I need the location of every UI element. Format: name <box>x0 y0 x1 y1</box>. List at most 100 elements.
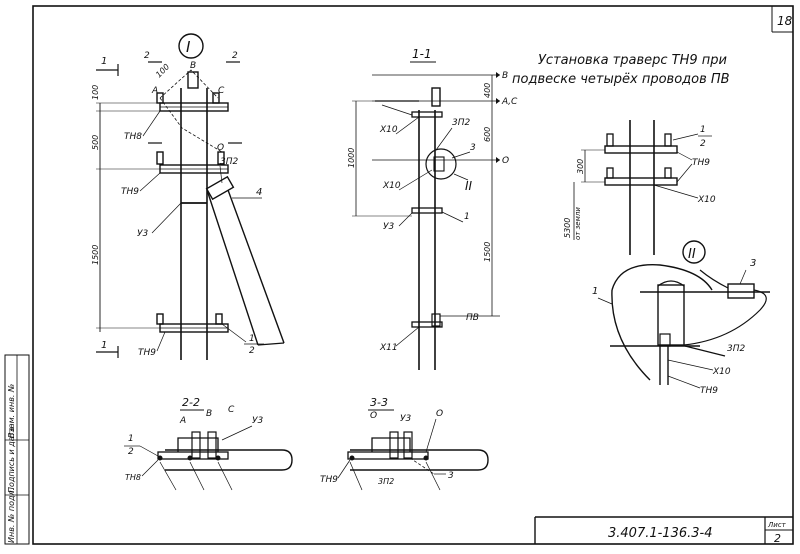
insulator-top-right <box>212 92 220 104</box>
strut-clamp <box>205 175 235 201</box>
svg-text:2: 2 <box>128 447 134 457</box>
view-I-callout-circle <box>178 33 204 59</box>
svg-text:1: 1 <box>101 340 107 351</box>
label-3P2-1-1: 3П2 <box>452 118 470 128</box>
svg-text:О: О <box>436 409 443 419</box>
svg-text:5300: 5300 <box>563 218 572 238</box>
svg-text:от земли: от земли <box>574 207 582 240</box>
crossarm-right-lower <box>604 177 678 186</box>
label-X11: Х11 <box>379 343 398 353</box>
svg-text:У3: У3 <box>400 414 411 424</box>
phase-O: О <box>217 143 224 153</box>
label-1-1-1: 1 <box>464 212 470 222</box>
svg-text:А,С: А,С <box>501 97 518 107</box>
insulator-bottom-right <box>215 313 223 325</box>
label-PV: ПВ <box>466 313 479 323</box>
svg-text:ТН9: ТН9 <box>320 475 338 485</box>
crossarm-1-1-top <box>411 111 443 118</box>
side-stamp-text-3: Взам. инв. № <box>7 384 16 438</box>
svg-text:ТН9: ТН9 <box>700 386 718 396</box>
insulator-mid-left <box>156 151 164 165</box>
svg-text:3: 3 <box>448 471 454 481</box>
section-3-3-title: 3-3 <box>370 396 388 409</box>
svg-text:1000: 1000 <box>347 148 356 168</box>
side-stamp-text-1: Инв. № подл. <box>7 488 16 543</box>
phase-A: А <box>151 86 158 96</box>
detail-II-clamp <box>727 283 755 299</box>
svg-text:Х10: Х10 <box>712 367 731 377</box>
callout-II-label: II <box>465 179 473 193</box>
section-2-2-crossarm <box>157 451 229 460</box>
label-X10-top: Х10 <box>379 125 398 135</box>
sheet-frame <box>32 5 794 545</box>
label-2: 2 <box>249 346 255 356</box>
svg-text:100: 100 <box>91 85 100 100</box>
label-X10-mid: Х10 <box>382 181 401 191</box>
svg-text:300: 300 <box>576 159 585 174</box>
view-I-callout: I <box>186 38 191 56</box>
svg-text:3П2: 3П2 <box>378 477 394 486</box>
detail-II: II 1 3 3П2 Х10 ТН9 <box>592 240 770 396</box>
svg-text:ТН8: ТН8 <box>125 473 141 482</box>
crossarm-right-upper <box>604 145 678 154</box>
svg-text:1: 1 <box>128 434 134 444</box>
detail-II-circle <box>425 148 457 180</box>
section-3-3-pole <box>350 449 489 471</box>
label-1: 1 <box>249 334 255 344</box>
insulator-1-1-top <box>431 87 441 107</box>
label-4: 4 <box>256 187 262 198</box>
sheet-label: Лист <box>767 521 787 529</box>
svg-text:400: 400 <box>483 83 492 98</box>
insulator-pole-top <box>187 71 199 89</box>
label-TN8: ТН8 <box>124 132 142 142</box>
section-2-2-pole <box>165 449 293 471</box>
svg-text:2: 2 <box>232 51 238 61</box>
label-3P2: 3П2 <box>220 157 238 167</box>
detail-II-callout-circle <box>682 240 706 264</box>
section-2-2-title: 2-2 <box>182 396 200 409</box>
title-line-2: подвеске четырёх проводов ПВ <box>512 72 730 87</box>
svg-text:1500: 1500 <box>91 245 100 265</box>
svg-text:О: О <box>502 156 509 166</box>
svg-text:С: С <box>228 405 235 415</box>
svg-text:2: 2 <box>700 139 706 149</box>
svg-text:600: 600 <box>483 127 492 142</box>
section-2-2: 2-2 1 2 А В С У3 ТН8 <box>124 396 293 491</box>
svg-text:У3: У3 <box>252 416 263 426</box>
svg-text:В: В <box>206 409 212 419</box>
label-TN9-bottom: ТН9 <box>138 348 156 358</box>
label-3-1-1: 3 <box>470 143 476 153</box>
side-stamp-text-2: Подпись и дата <box>7 427 16 493</box>
crossarm-1-1-bottom <box>411 321 443 328</box>
svg-text:ТН9: ТН9 <box>692 158 710 168</box>
insulator-mid-right <box>217 151 225 165</box>
document-code: 3.407.1-136.3-4 <box>608 526 713 541</box>
crossarm-1-1-band <box>411 207 443 214</box>
section-3-3-crossarm <box>347 451 429 460</box>
strut-end <box>257 342 285 346</box>
detail-II-callout: II <box>688 247 696 262</box>
insulator-bottom-left <box>156 313 164 325</box>
detail-II-pole <box>657 284 685 346</box>
svg-text:1: 1 <box>700 125 706 135</box>
phase-B: В <box>190 61 196 71</box>
view-1-1-title: 1-1 <box>412 47 432 61</box>
svg-text:3: 3 <box>750 258 756 269</box>
svg-text:1500: 1500 <box>483 242 492 262</box>
svg-text:3П2: 3П2 <box>727 344 745 354</box>
label-U3-1-1: У3 <box>383 222 394 232</box>
sheet-number: 2 <box>774 532 781 545</box>
view-I: I 1 <box>91 33 285 360</box>
title-line-1: Установка траверс ТН9 при <box>538 53 727 68</box>
svg-text:Х10: Х10 <box>697 195 716 205</box>
label-TN9-mid: ТН9 <box>121 187 139 197</box>
view-1-1: 1-1 1000 400 600 1500 <box>347 47 518 370</box>
svg-text:1: 1 <box>101 56 107 67</box>
strut-right-edge <box>227 189 285 344</box>
svg-text:100: 100 <box>154 62 171 79</box>
svg-text:О: О <box>370 411 377 421</box>
phase-C: С <box>218 86 225 96</box>
svg-text:А: А <box>179 416 186 426</box>
